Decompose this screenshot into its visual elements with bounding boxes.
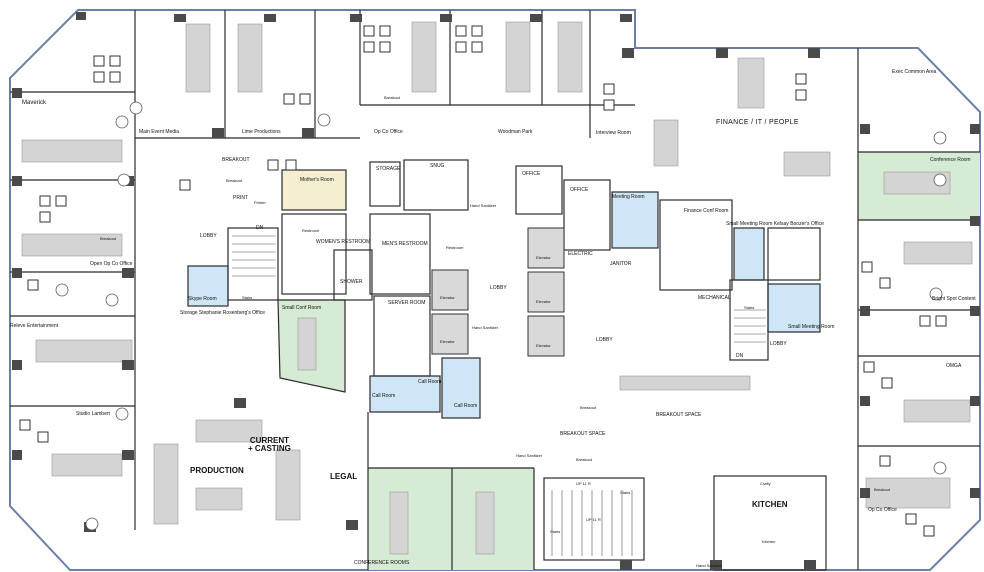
room-small-meeting-room-right: Small Meeting Room bbox=[788, 324, 835, 330]
label-stairs-bottom-2: Stairs bbox=[550, 529, 561, 534]
room-storage-stephanie: Storage Stephanie Rosenberg's Office bbox=[180, 310, 266, 316]
call-rooms-fill bbox=[370, 376, 440, 412]
room-open-op-co-office: Open Op Co Office bbox=[90, 261, 133, 267]
round-tables bbox=[55, 101, 947, 531]
elevators bbox=[431, 227, 565, 357]
skype-room-fill bbox=[188, 266, 228, 306]
room-lime-productions: Lime Productions bbox=[242, 129, 281, 135]
kelsay-office-fill bbox=[734, 228, 764, 280]
room-finance-it-people: FINANCE / IT / PEOPLE bbox=[716, 119, 799, 126]
room-snug: SNUG bbox=[430, 163, 445, 169]
room-legal: LEGAL bbox=[330, 472, 358, 481]
lounge-chairs bbox=[19, 25, 947, 537]
room-breakout-upper: BREAKOUT bbox=[222, 157, 250, 163]
room-lobby-right: LOBBY bbox=[770, 341, 787, 347]
label-hand-sanitizer-2: Hand Sanitizer bbox=[472, 325, 499, 330]
label-dn-right: DN bbox=[736, 353, 744, 359]
interior-walls bbox=[10, 10, 980, 571]
room-lobby-center: LOBBY bbox=[490, 285, 507, 291]
label-elevator-5: Elevator bbox=[536, 343, 551, 348]
room-exec-common-area: Exec Common Area bbox=[892, 69, 937, 75]
room-skype-room: Skype Room bbox=[188, 296, 217, 302]
room-server-room: SERVER ROOM bbox=[388, 300, 426, 306]
mothers-room-fill bbox=[282, 170, 346, 210]
room-meeting-room: Meeting Room bbox=[612, 194, 645, 200]
label-breakout-top: Breakout bbox=[384, 95, 401, 100]
room-op-co-office-right: Op Co Office bbox=[868, 507, 897, 513]
label-breakout-print: Breakout bbox=[226, 178, 243, 183]
room-office-2: OFFICE bbox=[570, 187, 589, 193]
room-kitchen: KITCHEN bbox=[752, 500, 788, 509]
label-breakout-lower: Breakout bbox=[576, 457, 593, 462]
label-restroom-1: Restroom bbox=[302, 228, 320, 233]
room-omga: OMGA bbox=[946, 363, 962, 369]
room-main-event-media: Main Event Media bbox=[139, 129, 180, 135]
room-womens-restroom: WOMEN'S RESTROOM bbox=[316, 239, 371, 245]
room-mechanical: MECHANICAL bbox=[698, 295, 731, 301]
room-bright-spot-content: Bright Spot Content bbox=[932, 296, 976, 302]
room-conference-room-right: Conference Room bbox=[930, 157, 971, 163]
room-office-1: OFFICE bbox=[522, 171, 541, 177]
room-finance-conf-room: Finance Conf Room bbox=[684, 208, 729, 214]
room-call-room-2: Call Room bbox=[418, 379, 442, 385]
room-lobby-mid: LOBBY bbox=[596, 337, 613, 343]
room-woodman-park: Woodman Park bbox=[498, 129, 533, 135]
room-janitor: JANITOR bbox=[610, 261, 632, 267]
room-electric: ELECTRIC bbox=[568, 251, 593, 257]
room-mens-restroom: MEN'S RESTROOM bbox=[382, 241, 428, 247]
room-shower: SHOWER bbox=[340, 279, 363, 285]
room-interview-room: Interview Room bbox=[596, 130, 631, 136]
room-breakout-space-center: BREAKOUT SPACE bbox=[560, 431, 606, 437]
meeting-room-fill bbox=[612, 192, 658, 248]
label-elevator-4: Elevator bbox=[536, 299, 551, 304]
room-conference-rooms: CONFERENCE ROOMS bbox=[354, 560, 410, 566]
label-elevator-3: Elevator bbox=[536, 255, 551, 260]
room-lobby-left: LOBBY bbox=[200, 233, 217, 239]
label-hand-sanitizer-4: Hand Sanitizer bbox=[696, 563, 723, 568]
room-production: PRODUCTION bbox=[190, 466, 244, 475]
room-call-room-1: Call Room bbox=[372, 393, 396, 399]
call-room-3-fill bbox=[442, 358, 480, 418]
label-up-stairs-2: UP 11 R bbox=[586, 517, 601, 522]
room-print: PRINT bbox=[233, 195, 248, 201]
label-restroom-2: Restroom bbox=[446, 245, 464, 250]
room-small-meeting-room-kelsay: Small Meeting Room Kelsay Boozer's Offic… bbox=[726, 221, 824, 227]
room-storage-top: STORAGE bbox=[376, 166, 401, 172]
desks bbox=[21, 21, 973, 555]
room-mothers-room: Mother's Room bbox=[300, 177, 334, 183]
room-breakout-space-upper: BREAKOUT SPACE bbox=[656, 412, 702, 418]
label-stairs-left: Stairs bbox=[242, 295, 253, 300]
label-stairs-right: Stairs bbox=[744, 305, 755, 310]
label-kitchen-small: Kitchen bbox=[762, 539, 776, 544]
label-printer: Printer bbox=[254, 200, 266, 205]
room-current-casting: CURRENT + CASTING bbox=[248, 436, 291, 453]
label-elevator-2: Elevator bbox=[440, 339, 455, 344]
label-crafty: Crafty bbox=[760, 481, 771, 486]
label-breakout-left: Breakout bbox=[100, 236, 117, 241]
room-maverick: Maverick bbox=[22, 100, 47, 106]
label-stairs-bottom: Stairs bbox=[620, 490, 631, 495]
label-hand-sanitizer-1: Hand Sanitizer bbox=[470, 203, 497, 208]
label-elevator-1: Elevator bbox=[440, 295, 455, 300]
stairs-graphics bbox=[232, 235, 766, 556]
label-hand-sanitizer-3: Hand Sanitizer bbox=[516, 453, 543, 458]
room-small-conf-room: Small Conf Room bbox=[282, 305, 322, 311]
label-breakout-right: Breakout bbox=[874, 487, 891, 492]
room-releve-entertainment: Releve Entertainment bbox=[10, 323, 59, 329]
label-breakout-center: Breakout bbox=[580, 405, 597, 410]
structural-columns bbox=[12, 12, 980, 570]
label-up-stairs: UP 11 R bbox=[576, 481, 591, 486]
room-op-co-office-top: Op Co Office bbox=[374, 129, 403, 135]
room-call-room-3: Call Room bbox=[454, 403, 478, 409]
label-dn-left: DN bbox=[256, 225, 264, 231]
conference-room-a-fill bbox=[368, 468, 452, 570]
small-meeting-right-fill bbox=[768, 284, 820, 332]
room-studio-lambert: Studio Lambert bbox=[76, 411, 110, 417]
